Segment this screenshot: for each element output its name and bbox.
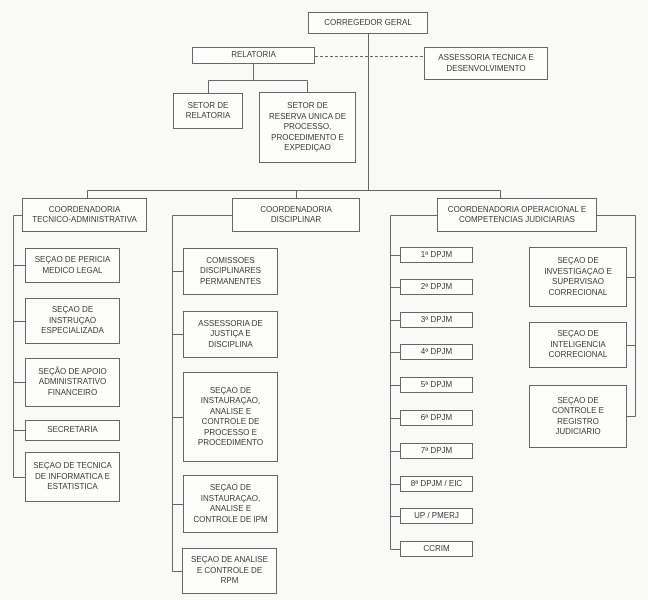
node-3-dpjm: 3ª DPJM [400, 312, 473, 328]
node-secao-apoio-administrativo-financeiro: SEÇÃO DE APOIO ADMINISTRATIVO FINANCEIRO [25, 358, 120, 407]
node-up-pmerj: UP / PMERJ [400, 508, 473, 524]
node-relatoria: RELATORIA [192, 47, 315, 64]
node-secao-instauracao-processo-procedimento: SEÇAO DE INSTAURAÇAO, ANALISE E CONTROLE… [183, 372, 278, 462]
node-7-dpjm: 7ª DPJM [400, 443, 473, 459]
node-corregedor-geral: CORREGEDOR GERAL [308, 12, 428, 34]
node-secao-investigacao-supervisao-correcional: SEÇAO DE INVESTIGAÇAO E SUPERVISAO CORRE… [529, 247, 627, 307]
node-5-dpjm: 5ª DPJM [400, 377, 473, 393]
node-secao-instauracao-ipm: SEÇAO DE INSTAURAÇAO, ANALISE E CONTROLE… [183, 475, 278, 533]
node-8-dpjm-eic: 8ª DPJM / EIC [400, 476, 473, 492]
node-secao-tecnica-informatica-estatistica: SEÇAO DE TECNICA DE INFORMATICA E ESTATI… [25, 452, 120, 502]
node-secretaria: SECRETARIA [25, 420, 120, 441]
node-secao-instrucao-especializada: SEÇAO DE INSTRUÇAO ESPECIALIZADA [25, 298, 120, 344]
node-secao-controle-registro-judiciario: SEÇAO DE CONTROLE E REGISTRO JUDICIARIO [529, 385, 627, 448]
node-coordenadoria-operacional-competencias-judiciarias: COORDENADORIA OPERACIONAL E COMPETENCIAS… [437, 198, 597, 232]
node-6-dpjm: 6ª DPJM [400, 410, 473, 426]
node-coordenadoria-tecnico-administrativa: COORDENADORIA TECNICO-ADMINISTRATIVA [22, 198, 147, 232]
node-secao-inteligencia-correcional: SEÇAO DE INTELIGENCIA CORRECIONAL [529, 322, 627, 368]
node-assessoria-justica-disciplina: ASSESSORIA DE JUSTIÇA E DISCIPLINA [183, 311, 278, 358]
node-4-dpjm: 4ª DPJM [400, 344, 473, 360]
node-2-dpjm: 2ª DPJM [400, 279, 473, 295]
node-setor-de-relatoria: SETOR DE RELATORIA [173, 93, 243, 129]
node-comissoes-disciplinares-permanentes: COMISSOES DISCIPLINARES PERMANENTES [183, 248, 278, 295]
node-ccrim: CCRIM [400, 541, 473, 557]
node-coordenadoria-disciplinar: COORDENADORIA DISCIPLINAR [232, 198, 360, 232]
node-secao-analise-controle-rpm: SEÇAO DE ANALISE E CONTROLE DE RPM [182, 548, 277, 594]
node-assessoria-tecnica-desenvolvimento: ASSESSORIA TECNICA E DESENVOLVIMENTO [424, 47, 548, 80]
node-1-dpjm: 1ª DPJM [400, 247, 473, 263]
node-setor-reserva-unica: SETOR DE RESERVA UNICA DE PROCESSO, PROC… [259, 92, 356, 163]
node-secao-pericia-medico-legal: SEÇAO DE PERICIA MEDICO LEGAL [25, 248, 120, 283]
